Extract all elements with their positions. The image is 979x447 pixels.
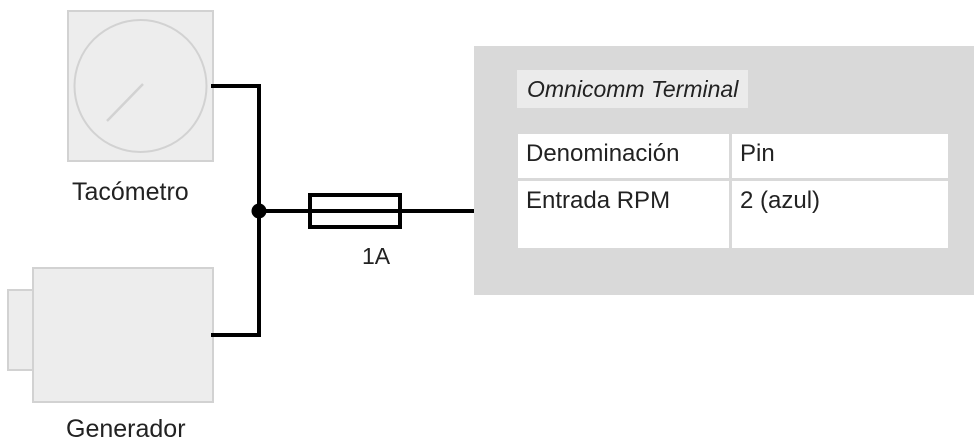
tachometer-wire <box>211 84 261 211</box>
junction-node <box>251 203 267 219</box>
tachometer-needle <box>106 83 144 122</box>
pin-table-cell-denominacion: Entrada RPM <box>518 179 732 251</box>
pin-table-header-denominacion: Denominación <box>518 134 732 181</box>
table-row: Entrada RPM 2 (azul) <box>518 179 948 251</box>
generator-body <box>32 267 214 403</box>
pin-table: Denominación Pin Entrada RPM 2 (azul) <box>518 134 948 251</box>
tachometer-device <box>67 10 214 162</box>
pin-table-header-pin: Pin <box>730 134 948 181</box>
terminal-title-box: Omnicomm Terminal <box>517 70 749 108</box>
generator-device <box>7 267 214 403</box>
tachometer-label: Tacómetro <box>72 178 189 206</box>
pin-table-cell-pin: 2 (azul) <box>730 179 948 251</box>
fuse-label: 1A <box>362 243 391 269</box>
generator-shaft <box>7 289 35 371</box>
generator-wire <box>211 211 261 337</box>
generator-label: Generador <box>66 415 186 443</box>
pin-table-header-row: Denominación Pin <box>518 134 948 181</box>
terminal-title: Omnicomm Terminal <box>527 75 739 102</box>
